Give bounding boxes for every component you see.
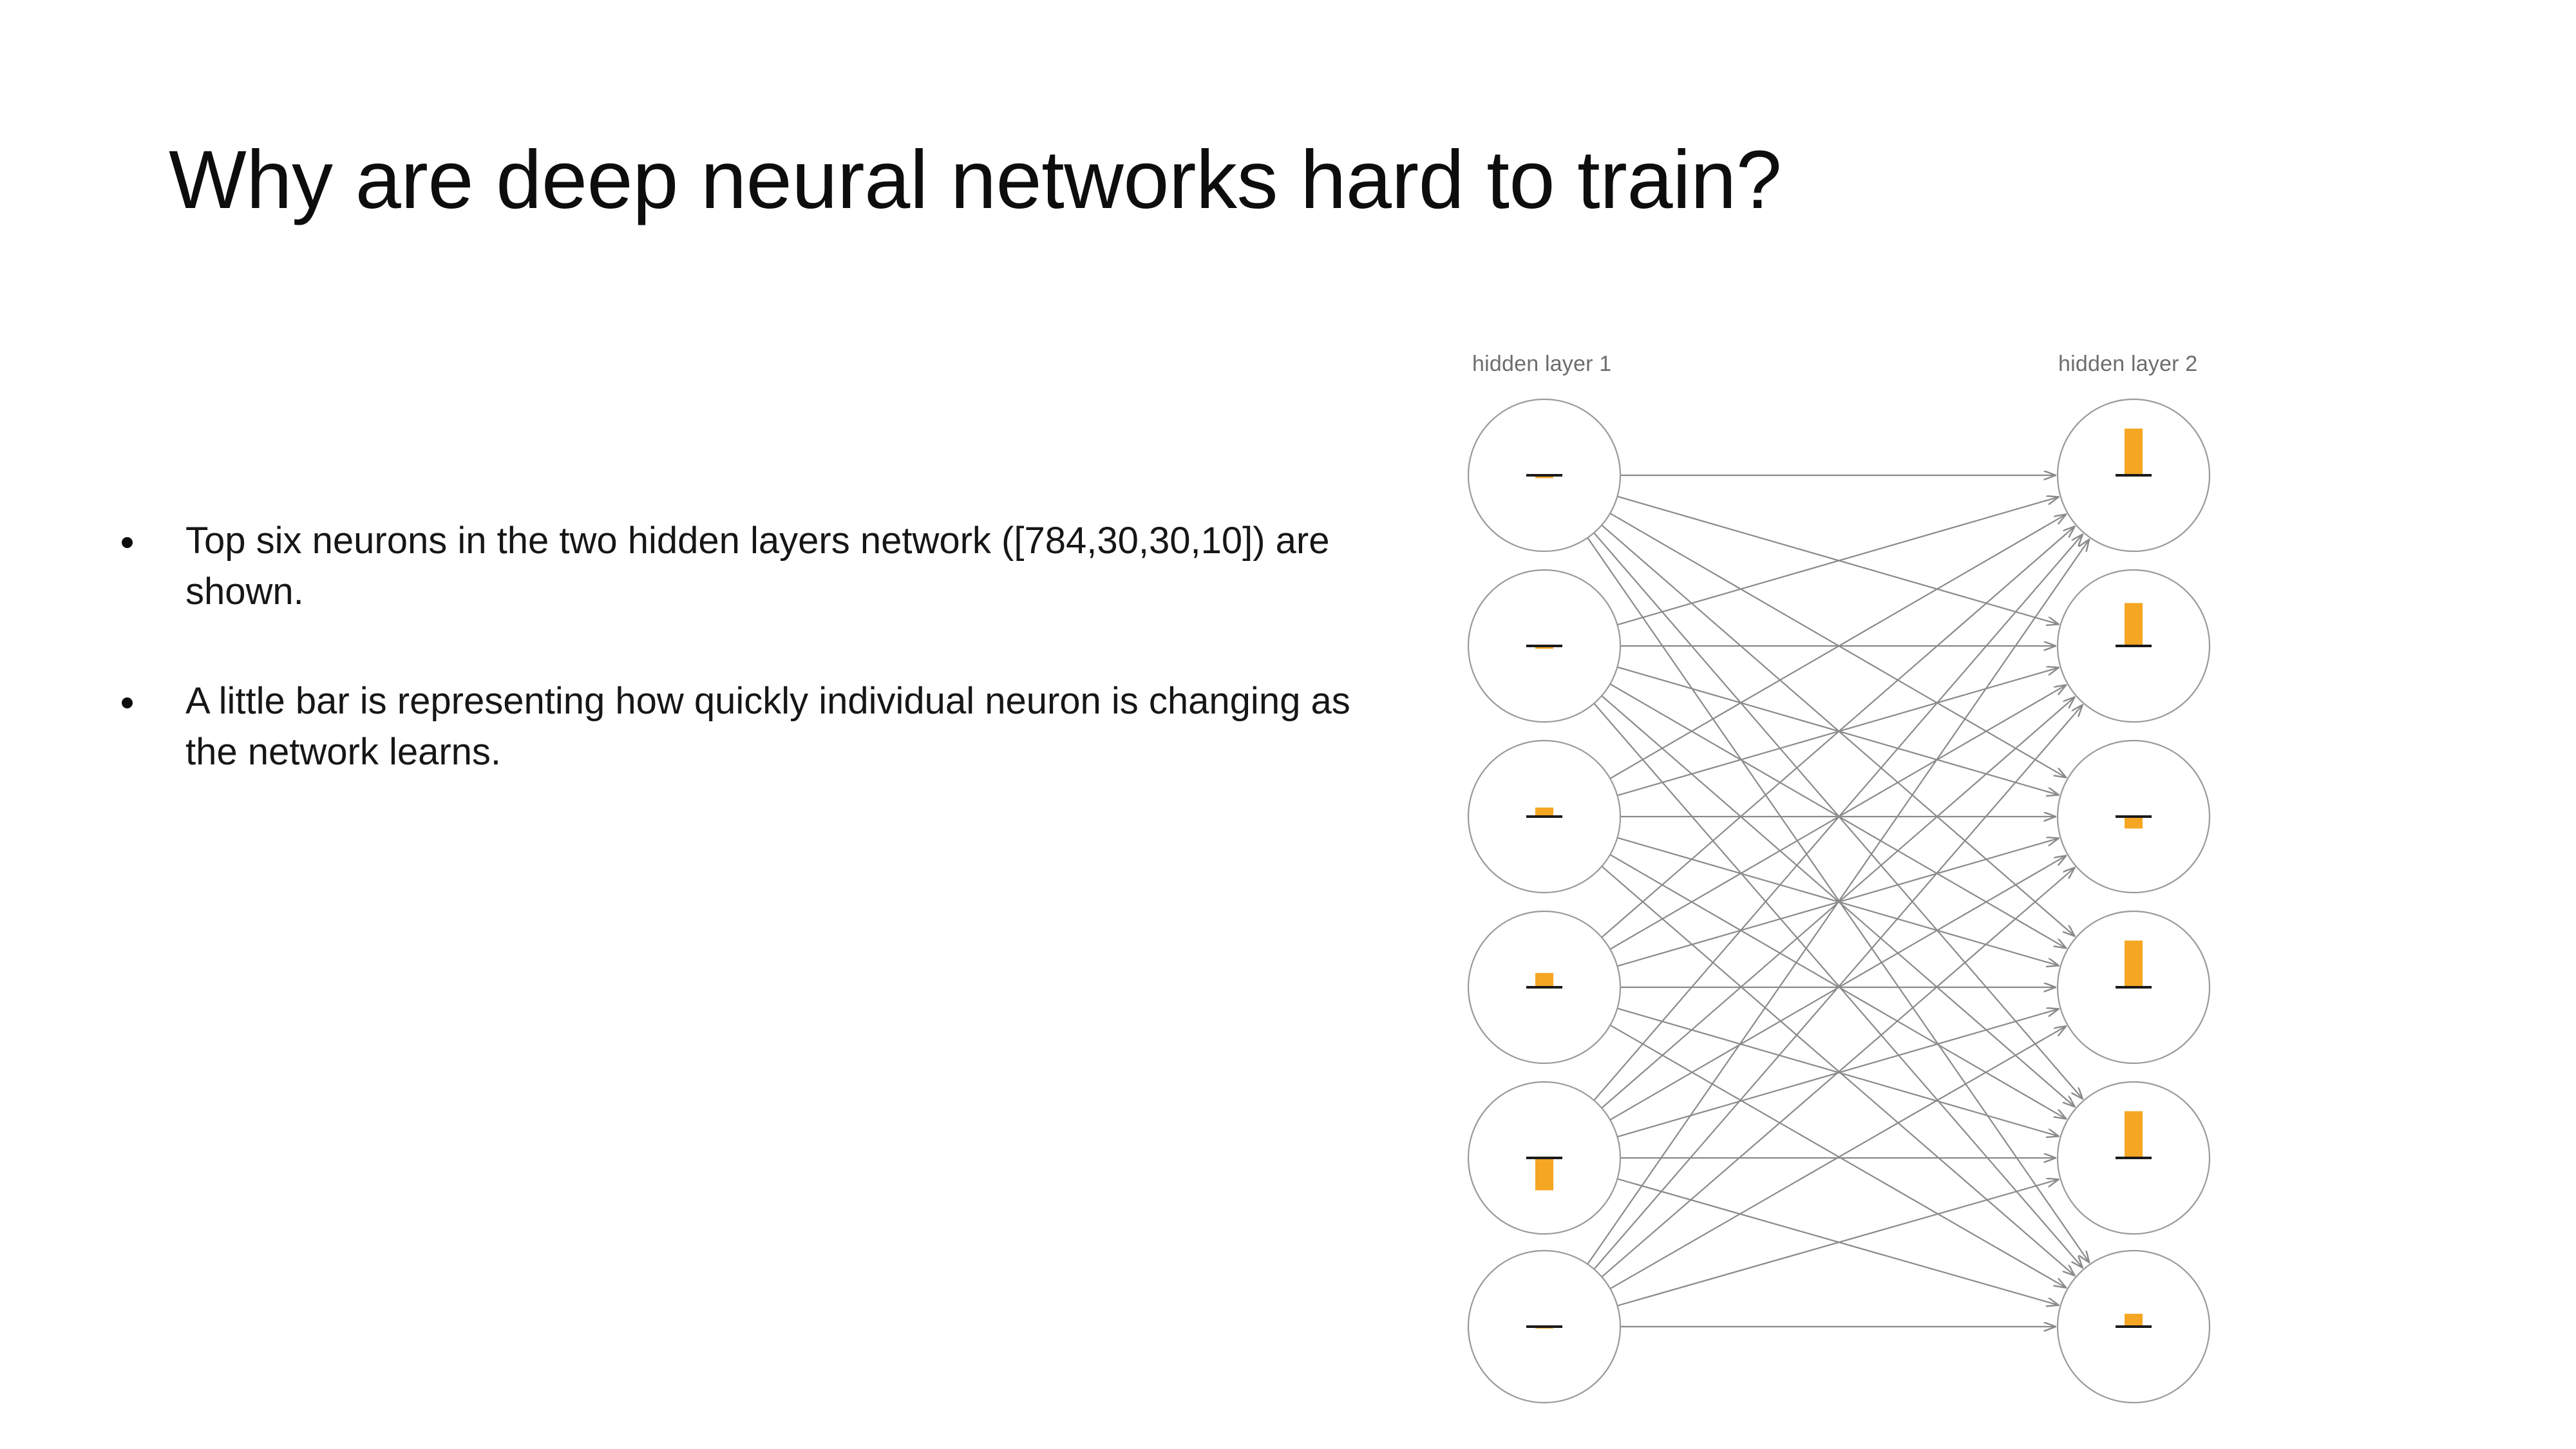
activation-bar — [2125, 603, 2143, 646]
activation-bar — [2125, 428, 2143, 475]
neuron-node — [2056, 910, 2211, 1065]
neuron-node — [1467, 739, 1622, 894]
neuron-node — [1467, 1081, 1622, 1235]
activation-bar — [2125, 1111, 2143, 1158]
activation-bar — [1535, 972, 1553, 987]
activation-bar — [2125, 940, 2143, 987]
neuron-node — [1467, 1249, 1622, 1404]
neuron-node — [2056, 1081, 2211, 1235]
neuron-node — [1467, 910, 1622, 1065]
neuron-node — [2056, 739, 2211, 894]
page-title: Why are deep neural networks hard to tra… — [169, 133, 1782, 226]
neural-network-diagram: hidden layer 1 hidden layer 2 — [1436, 335, 2267, 1430]
activation-bar — [1535, 1158, 1553, 1191]
connection-edge — [1593, 535, 2082, 1101]
connection-edge — [1609, 515, 2065, 779]
bullet-text: Top six neurons in the two hidden layers… — [185, 520, 1330, 613]
activation-bar — [1535, 475, 1553, 478]
neuron-node — [2056, 569, 2211, 723]
connection-edge — [1609, 1024, 2065, 1287]
layer-label-hidden-layer-2: hidden layer 2 — [2058, 352, 2198, 376]
bullet-dot-icon — [122, 697, 133, 708]
neuron-node — [1467, 398, 1622, 553]
connection-edge — [1593, 703, 2082, 1267]
activation-bar — [2125, 1314, 2143, 1327]
connection-edge — [1601, 527, 2074, 938]
activation-bar — [1535, 807, 1553, 817]
connection-edge — [1601, 868, 2074, 1278]
bullet-dot-icon — [122, 537, 133, 548]
connection-edge — [1616, 497, 2058, 626]
neuron-node — [1467, 569, 1622, 723]
connection-edge — [1601, 866, 2074, 1275]
activation-bar — [1535, 646, 1553, 649]
connection-edge — [1587, 537, 2088, 1262]
list-item: A little bar is representing how quickly… — [109, 676, 1391, 778]
connection-edge — [1617, 1180, 2058, 1307]
activation-bar — [2125, 817, 2143, 829]
neuron-node — [2056, 398, 2211, 553]
list-item: Top six neurons in the two hidden layers… — [109, 515, 1391, 618]
bullet-text: A little bar is representing how quickly… — [185, 679, 1350, 773]
connection-edge — [1609, 1027, 2065, 1290]
layer-label-hidden-layer-1: hidden layer 1 — [1472, 352, 1612, 376]
bullet-list: Top six neurons in the two hidden layers… — [109, 515, 1391, 778]
connection-edge — [1593, 705, 2082, 1270]
connection-edges — [1587, 475, 2088, 1327]
neuron-nodes — [1467, 398, 2211, 1404]
connection-edge — [1587, 540, 2088, 1265]
neuron-node — [2056, 1249, 2211, 1404]
network-svg — [1467, 398, 2211, 1404]
